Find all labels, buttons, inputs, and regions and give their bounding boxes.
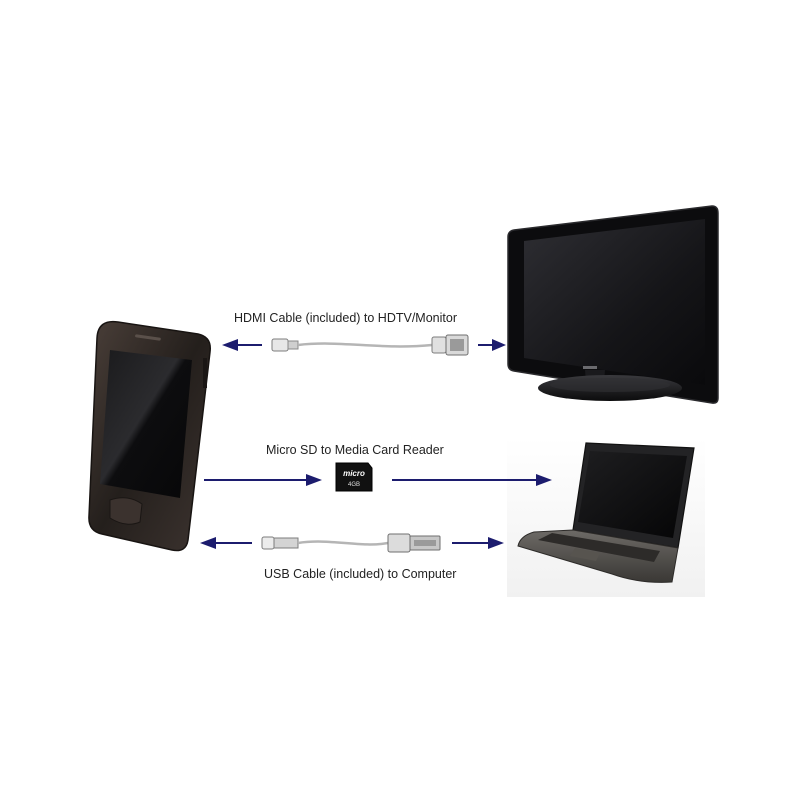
phone-speaker [135,334,161,341]
micro-sd-card: micro 4GB [335,462,373,492]
tv-logo [583,366,597,369]
laptop-keyboard [538,533,660,562]
phone-home-button [109,497,143,525]
laptop-computer [507,437,705,597]
phone-screen [100,350,192,498]
arrow-to-laptop-usb [452,537,504,549]
hdtv-monitor [507,205,719,404]
laptop-screen [578,451,687,538]
sd-connection: micro 4GB [204,462,552,492]
sd-card-brand: micro [343,469,365,478]
usb-connection [200,533,504,553]
usb-cable-label: USB Cable (included) to Computer [264,567,457,581]
phone-side-button [203,358,207,388]
tv-screen [524,219,705,385]
hdmi-cable [271,334,469,356]
hdmi-cable-label: HDMI Cable (included) to HDTV/Monitor [234,311,457,325]
usb-cable [261,533,441,553]
arrow-to-phone-hdmi [222,339,262,351]
phone-device [88,320,211,552]
arrow-to-laptop-sd [392,474,552,486]
sd-card-capacity: 4GB [348,482,360,488]
arrow-to-phone-usb [200,537,252,549]
arrow-to-tv [478,339,506,351]
hdmi-connection [222,334,506,356]
micro-sd-label: Micro SD to Media Card Reader [266,443,444,457]
arrow-to-sd-card [204,474,322,486]
laptop-touchpad [570,548,600,561]
